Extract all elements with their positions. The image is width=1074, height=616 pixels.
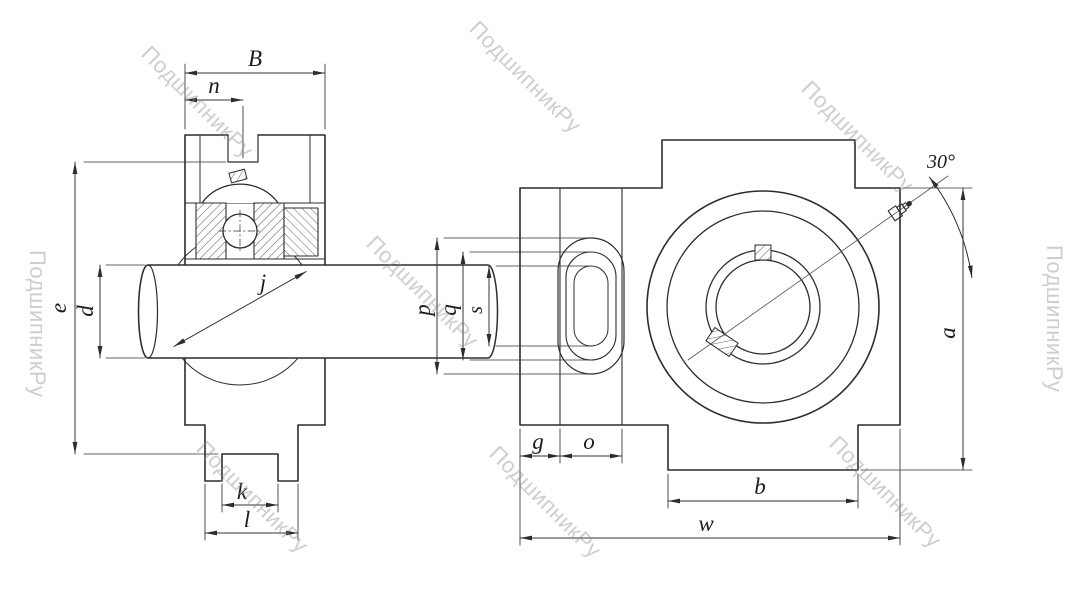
- set-screw-section: [705, 327, 739, 357]
- watermark-text: ПодшипникРу: [136, 41, 258, 163]
- dim-label-o: o: [583, 429, 595, 454]
- watermark-text: ПодшипникРу: [484, 441, 606, 563]
- dim-label-B: B: [248, 46, 262, 71]
- dim-label-g: g: [532, 429, 544, 454]
- housing-outline: [184, 134, 326, 482]
- dim-label-angle: 30°: [926, 151, 955, 173]
- top-slot: [227, 134, 259, 163]
- set-screw-top: [754, 244, 772, 261]
- dim-label-b: b: [754, 474, 766, 499]
- bearing-insert: [184, 168, 326, 260]
- right-view-dimensions: [434, 187, 973, 546]
- dim-line-j: [173, 271, 307, 347]
- dim-label-s: s: [465, 306, 487, 314]
- insert-dome: [201, 183, 279, 204]
- locking-collar-section: [283, 207, 319, 257]
- right-view-labels: p q s g o b w a 30°: [410, 151, 960, 536]
- dim-label-p: p: [410, 304, 435, 318]
- guide-slot-outer: [557, 237, 625, 375]
- grease-zerk-side: [228, 168, 248, 184]
- insert-od-circle: [666, 210, 860, 404]
- dim-label-w: w: [698, 511, 714, 536]
- housing-front-outline: [519, 139, 901, 471]
- zerk-axis-line: [687, 175, 949, 361]
- dim-label-n: n: [208, 73, 220, 98]
- watermark-text: ПодшипникРу: [25, 250, 50, 398]
- shaft-end-face: [137, 264, 159, 359]
- left-view-labels: B n e d j k l: [46, 46, 266, 532]
- ball-centerlines: [218, 209, 262, 253]
- dim-label-q: q: [436, 304, 461, 316]
- watermark-text: ПодшипникРу: [1042, 245, 1067, 393]
- guide-slot-middle: [565, 251, 617, 361]
- watermark-text: ПодшипникРу: [464, 16, 586, 138]
- grease-fitting: [887, 200, 912, 222]
- guide-slot-inner: [573, 265, 609, 347]
- dim-label-a: a: [935, 327, 960, 339]
- angle-arc: [928, 176, 973, 279]
- dim-label-j: j: [257, 270, 266, 295]
- dim-label-e: e: [46, 303, 71, 313]
- bottom-slot-block: [184, 424, 326, 482]
- dim-label-l: l: [244, 507, 250, 532]
- watermark-text: ПодшипникРу: [796, 76, 918, 198]
- dim-label-d: d: [73, 305, 98, 317]
- dim-label-k: k: [237, 479, 248, 504]
- left-view-dimensions: [72, 63, 326, 541]
- housing-boss-circle: [646, 190, 880, 424]
- left-view: B n e d j k l: [46, 46, 499, 541]
- watermark-text: ПодшипникРу: [824, 431, 946, 553]
- right-view: p q s g o b w a 30°: [410, 139, 973, 546]
- guide-channel-lines: [559, 187, 623, 426]
